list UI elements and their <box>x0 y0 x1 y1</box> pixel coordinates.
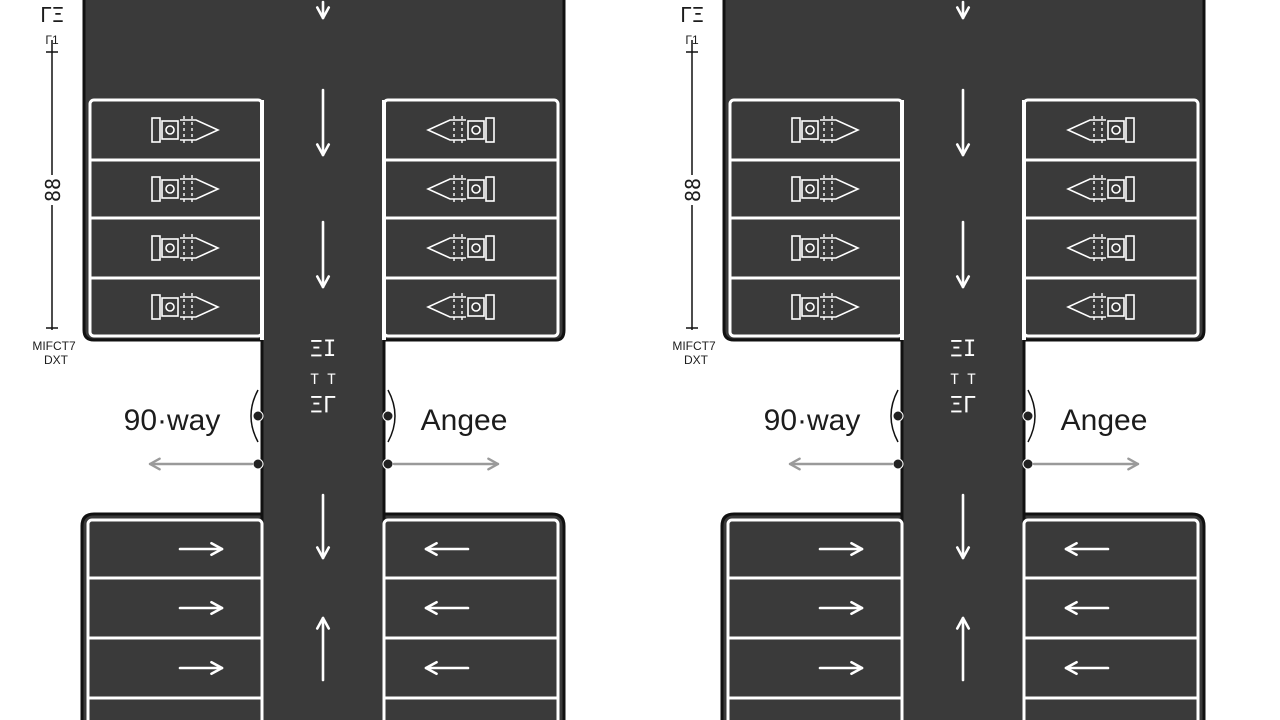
angled-stall-left-icon <box>1066 175 1135 203</box>
bottom-lot-right <box>382 512 566 720</box>
road-marking-text: ΞΓ <box>950 393 977 418</box>
arrow-down-icon <box>955 88 971 157</box>
gate-node <box>892 410 904 422</box>
dimension-label: 88 <box>681 178 705 202</box>
angled-stall-right-icon <box>151 234 220 262</box>
angled-stall-right-icon <box>791 116 860 144</box>
arrow-down-icon <box>955 0 971 20</box>
dimension-note: DXT <box>44 353 69 367</box>
bottom-lot-left <box>80 512 264 720</box>
arrow-left-icon <box>424 541 470 557</box>
angled-stall-left-icon <box>426 116 495 144</box>
bottom-lot-left <box>720 512 904 720</box>
arrow-up-icon <box>315 616 331 682</box>
dimension-label: Γ1 <box>685 33 699 47</box>
arrow-down-icon <box>315 493 331 560</box>
gate-curve <box>890 389 899 443</box>
arrow-left-icon <box>1064 600 1110 616</box>
dimension-label: ΓΞ <box>40 3 64 27</box>
arrow-down-icon <box>315 88 331 157</box>
gate-node <box>252 410 264 422</box>
bottom-right-stall-block <box>382 518 560 720</box>
arrow-up-icon <box>955 616 971 682</box>
gate-curve <box>1027 389 1036 443</box>
road-marking-text: T T <box>950 372 976 388</box>
dimension-label: 88 <box>41 178 65 202</box>
arrow-right-icon <box>818 660 864 676</box>
arrow-right-icon <box>818 541 864 557</box>
angled-stall-right-icon <box>791 293 860 321</box>
arrow-right-icon <box>178 541 224 557</box>
gate-node <box>252 458 264 470</box>
angled-stall-right-icon <box>151 293 220 321</box>
road-marking-text: ΞΓ <box>310 393 337 418</box>
angled-stall-left-icon <box>1066 116 1135 144</box>
arrow-right-icon <box>178 660 224 676</box>
arrow-right-icon <box>1032 457 1140 471</box>
angled-stall-left-icon <box>426 175 495 203</box>
road-marking-text: ΞI <box>950 337 977 362</box>
arrow-left-icon <box>788 457 894 471</box>
dimension-label: ΓΞ <box>680 3 704 27</box>
arrow-left-icon <box>1064 660 1110 676</box>
arrow-left-icon <box>424 600 470 616</box>
angled-stall-right-icon <box>151 116 220 144</box>
gate-node <box>382 458 394 470</box>
angled-stall-left-icon <box>1066 234 1135 262</box>
arrow-down-icon <box>955 220 971 289</box>
arrow-right-icon <box>818 600 864 616</box>
gate-node <box>892 458 904 470</box>
dimension-note: DXT <box>684 353 709 367</box>
bottom-left-stall-block <box>726 518 904 720</box>
arrow-right-icon <box>392 457 500 471</box>
road-marking-text: T T <box>310 372 336 388</box>
bottom-right-stall-block <box>1022 518 1200 720</box>
left-way-label: 90·way <box>764 404 861 437</box>
gate-node <box>1022 410 1034 422</box>
bottom-lot-right <box>1022 512 1206 720</box>
angled-stall-right-icon <box>791 175 860 203</box>
arrow-left-icon <box>1064 541 1110 557</box>
angled-stall-left-icon <box>426 234 495 262</box>
gate-node <box>382 410 394 422</box>
gate-curve <box>387 389 396 443</box>
road-marking-text: ΞI <box>310 337 337 362</box>
bottom-left-stall-block <box>86 518 264 720</box>
arrow-left-icon <box>424 660 470 676</box>
right-way-label: Angee <box>421 404 508 437</box>
arrow-right-icon <box>178 600 224 616</box>
angled-stall-left-icon <box>1066 293 1135 321</box>
dimension-label: Γ1 <box>45 33 59 47</box>
gate-curve <box>250 389 259 443</box>
angled-stall-right-icon <box>791 234 860 262</box>
arrow-down-icon <box>315 220 331 289</box>
arrow-left-icon <box>148 457 254 471</box>
angled-stall-right-icon <box>151 175 220 203</box>
dimension-note: MIFCT7 <box>32 339 76 353</box>
arrow-down-icon <box>955 493 971 560</box>
angled-stall-left-icon <box>426 293 495 321</box>
left-way-label: 90·way <box>124 404 221 437</box>
gate-node <box>1022 458 1034 470</box>
right-way-label: Angee <box>1061 404 1148 437</box>
dimension-note: MIFCT7 <box>672 339 716 353</box>
arrow-down-icon <box>315 0 331 20</box>
